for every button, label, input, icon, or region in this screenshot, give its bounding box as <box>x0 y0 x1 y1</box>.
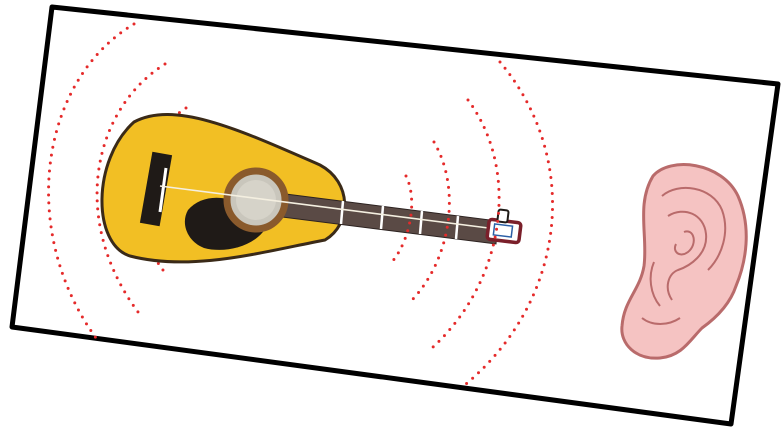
ear-helix-inner <box>661 186 727 271</box>
wave-left-middle <box>95 62 167 314</box>
ear-lobe-fold <box>641 317 681 325</box>
guitar-frets <box>339 200 460 240</box>
guitar-bridge <box>139 151 173 227</box>
ear-icon <box>620 163 748 360</box>
ear-tragus <box>649 261 661 307</box>
ear-canal <box>674 230 695 256</box>
guitar-tuner-peg <box>496 208 510 224</box>
guitar-soundhole <box>236 180 276 220</box>
sound-wave-icon <box>390 60 554 386</box>
ear-outer <box>620 163 748 360</box>
guitar-strings <box>159 185 505 231</box>
wave-right-1 <box>390 174 414 264</box>
guitar-body <box>100 113 347 264</box>
guitar-tuner-box <box>492 223 514 238</box>
ear-antihelix <box>666 210 708 301</box>
guitar-icon <box>100 113 523 264</box>
guitar-saddle <box>158 167 168 213</box>
